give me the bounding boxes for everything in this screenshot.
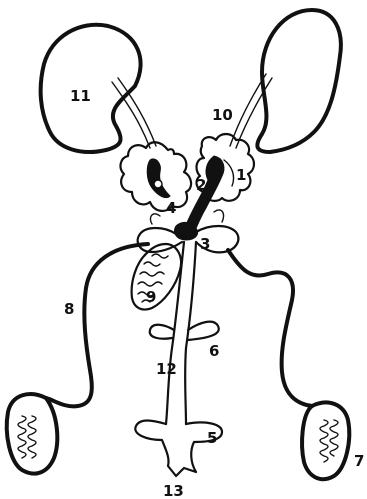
left-sac-interior	[147, 159, 170, 198]
label-13: 13	[163, 482, 184, 499]
label-9: 9	[146, 288, 156, 306]
central-canal-left	[166, 242, 184, 424]
left-side-pouch	[150, 325, 174, 339]
label-8: 8	[64, 300, 74, 318]
small-lobe-right	[214, 210, 224, 222]
left-lobe-duct-inner	[118, 78, 156, 146]
left-long-duct	[46, 244, 148, 406]
left-sac-coil	[18, 416, 26, 458]
label-7: 7	[354, 452, 364, 470]
label-10: 10	[212, 106, 233, 124]
label-11: 11	[70, 87, 91, 105]
right-long-duct	[228, 250, 312, 406]
right-sac-coil	[320, 420, 328, 462]
left-sac-spot	[154, 180, 162, 188]
label-6: 6	[209, 342, 219, 360]
central-canal-right	[185, 242, 196, 424]
small-lobe-left	[150, 214, 160, 224]
right-sac-lining	[224, 160, 234, 186]
label-1: 1	[236, 166, 246, 184]
label-12: 12	[156, 360, 177, 378]
label-2: 2	[196, 176, 206, 194]
label-4: 4	[166, 199, 176, 217]
label-3: 3	[200, 235, 210, 253]
label-5: 5	[207, 429, 217, 447]
right-lower-sac	[302, 402, 349, 479]
right-side-pouch	[188, 322, 219, 340]
left-sac-coil-2	[28, 416, 36, 458]
right-sac-coil-2	[330, 420, 338, 456]
